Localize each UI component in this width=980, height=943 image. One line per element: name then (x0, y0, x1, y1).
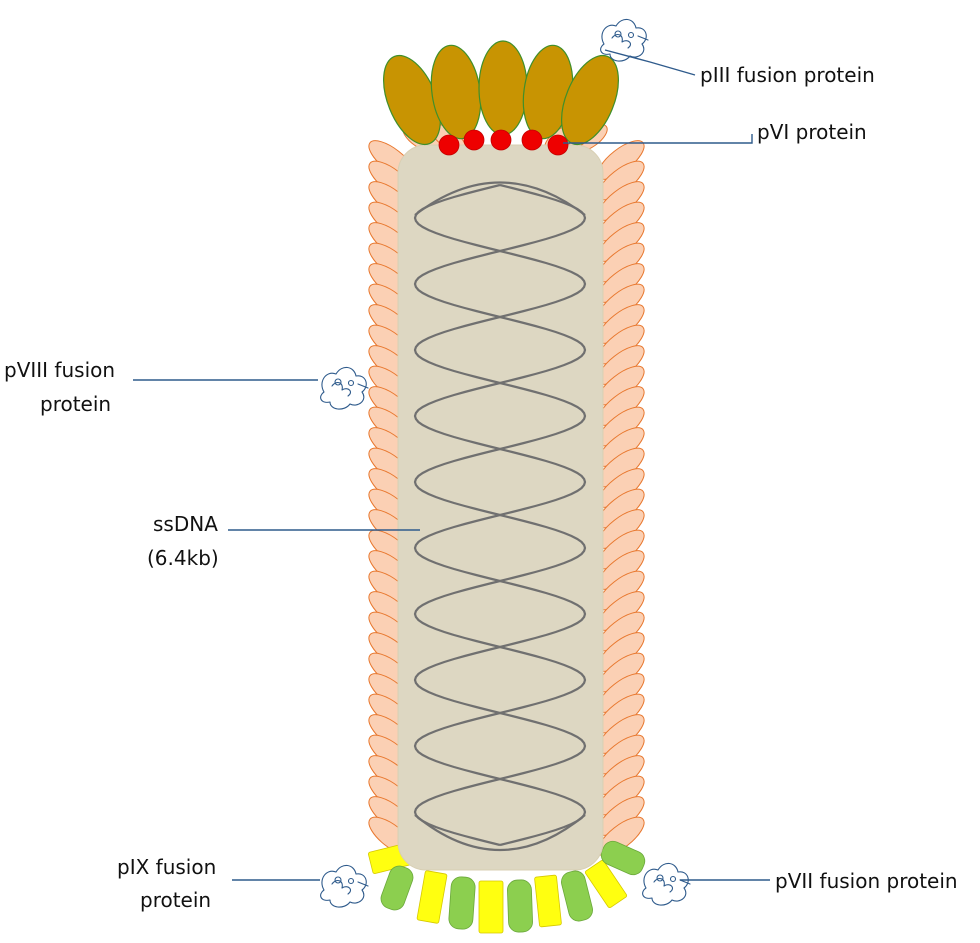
pvi-proteins (438, 129, 569, 156)
scribble-peptide-icon (642, 862, 691, 906)
pix-label-line1: pIX fusion (117, 855, 216, 879)
pvii-subunit (448, 876, 476, 930)
pvi-leader-line (563, 134, 753, 144)
ssdna-loop-bottom (414, 814, 586, 851)
pix-subunit (534, 874, 562, 928)
pvi-subunit (463, 129, 485, 151)
pviii-label-line2: protein (40, 392, 111, 416)
piii-proteins (383, 40, 619, 146)
pix-subunit (478, 880, 504, 934)
scribble-peptide-icon (320, 366, 369, 410)
pix-label-line2: protein (140, 888, 211, 912)
pvi-subunit (521, 129, 543, 151)
piii-subunit (478, 40, 528, 136)
scribble-peptide-icon (320, 864, 369, 908)
ssdna-helix (413, 181, 587, 851)
pix-subunit (416, 870, 448, 924)
pix-subunit (584, 859, 628, 909)
ssdna-label-line2: (6.4kb) (147, 546, 219, 570)
capsid-body (397, 144, 604, 871)
pvii-subunit (600, 840, 646, 876)
scribble-peptide-icon (600, 18, 649, 62)
ssdna-loop-top (414, 181, 586, 216)
pvi-subunit (438, 134, 460, 156)
pvi-subunit (490, 129, 512, 151)
pviii-label-line1: pVIII fusion (4, 358, 115, 382)
ssdna-label-line1: ssDNA (153, 512, 218, 536)
ssdna-strand (413, 183, 587, 847)
bottom-coat-layer (368, 840, 646, 934)
piii-label: pIII fusion protein (700, 63, 875, 87)
pvi-label: pVI protein (757, 120, 867, 144)
piii-leader-line (604, 49, 696, 76)
pvii-subunit (380, 865, 414, 911)
pvii-subunit (507, 879, 533, 933)
pvii-subunit (561, 870, 593, 922)
pvii-label: pVII fusion protein (775, 869, 958, 893)
pvi-subunit (547, 134, 569, 156)
